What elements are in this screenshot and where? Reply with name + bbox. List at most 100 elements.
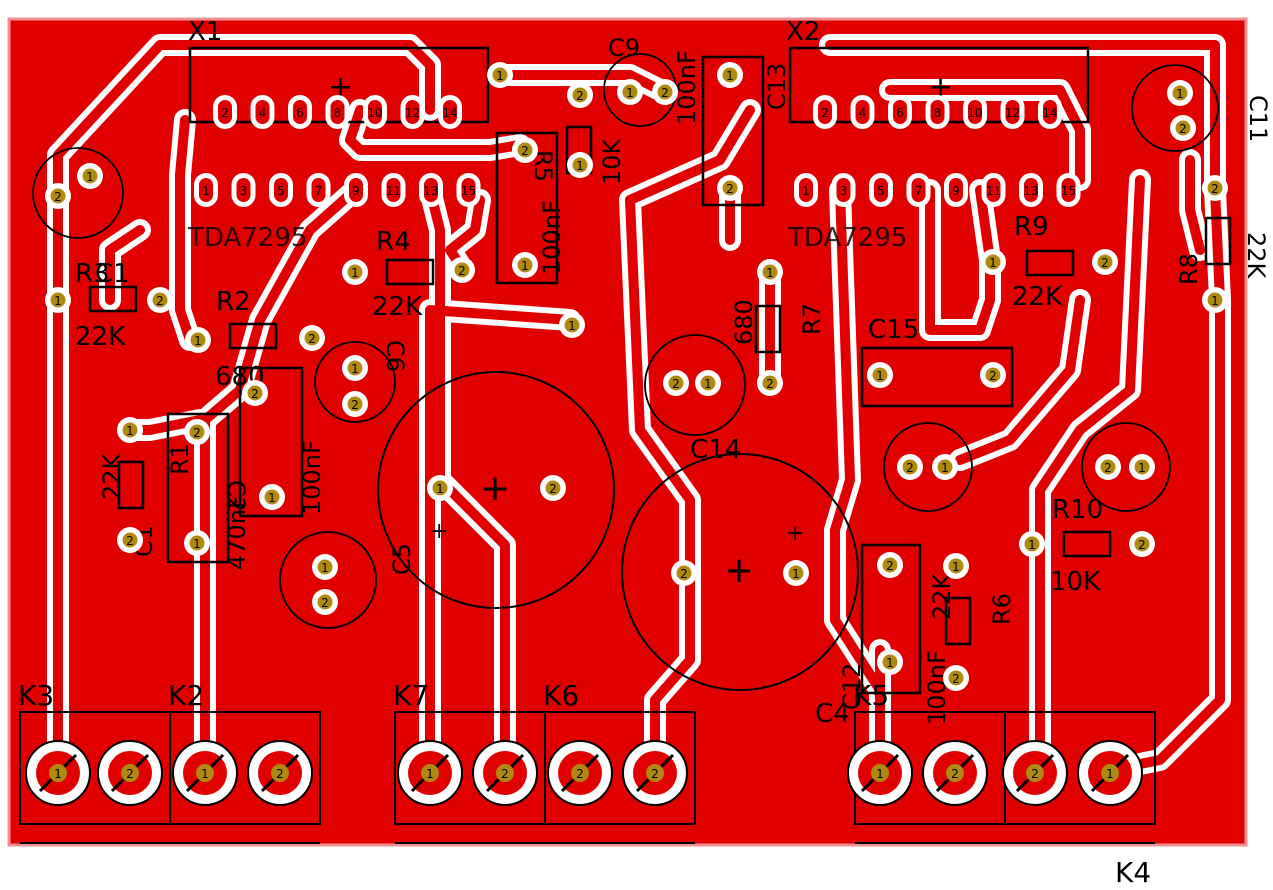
res-r3-value: 22K bbox=[75, 322, 126, 352]
cap-c1-body bbox=[32, 147, 124, 239]
via-pad-copper bbox=[264, 489, 280, 505]
via-pad-copper bbox=[317, 559, 333, 575]
via-pad-copper bbox=[492, 67, 508, 83]
via-pad-copper bbox=[985, 254, 1001, 270]
ic-x2-bottom-pin-number: 7 bbox=[915, 184, 923, 198]
via-pad-number: 1 bbox=[436, 482, 444, 496]
via-pad-copper bbox=[317, 594, 333, 610]
cap-c12-box bbox=[701, 55, 765, 207]
via-pad-number: 1 bbox=[521, 259, 529, 273]
cap-c1-ref: C1 bbox=[95, 259, 130, 289]
via-pad-number: 2 bbox=[458, 264, 466, 278]
res-r10-body bbox=[1062, 530, 1112, 558]
cap-c8-value: 100nF bbox=[538, 200, 566, 275]
cap-c3-value: 100nF bbox=[298, 440, 326, 515]
resistor-bodies bbox=[88, 125, 1232, 646]
via-pad-copper bbox=[82, 168, 98, 184]
cap-c10-ref: C12 bbox=[838, 663, 866, 710]
terminal-pin-number: 1 bbox=[426, 767, 434, 781]
via-pad-copper bbox=[247, 385, 263, 401]
via-pad-copper bbox=[948, 670, 964, 686]
ic-x1-top-pad-copper bbox=[368, 100, 382, 124]
via-pad-number: 2 bbox=[1211, 182, 1219, 196]
cap-c4-ref: C4 bbox=[815, 699, 850, 729]
ic-x1-part: TDA7295 bbox=[187, 223, 307, 253]
via-pad-copper bbox=[700, 375, 716, 391]
res-r7-body bbox=[754, 304, 782, 354]
via-pad-number: 2 bbox=[549, 482, 557, 496]
via-pad-number: 2 bbox=[906, 461, 914, 475]
cap-c5-plus-mark: + bbox=[430, 519, 448, 544]
via-pad-number: 2 bbox=[156, 294, 164, 308]
ic-x1-bottom-pad-copper bbox=[386, 178, 401, 202]
ic-x1-top-pad-copper bbox=[330, 100, 345, 124]
via-pad-number: 2 bbox=[672, 377, 680, 391]
ic-x1-bottom-pad-copper bbox=[236, 178, 251, 202]
cap-c15-body bbox=[883, 422, 973, 512]
via-pad-number: 1 bbox=[321, 561, 329, 575]
ic-x2-bottom-pin-number: 3 bbox=[840, 184, 848, 198]
via-pad-copper bbox=[937, 459, 953, 475]
res-r8-body bbox=[1204, 216, 1232, 266]
cap-c4-body bbox=[279, 531, 377, 629]
terminal-pin-number: 2 bbox=[1031, 767, 1039, 781]
cap-c8-box bbox=[495, 131, 559, 285]
via-pad-number: 2 bbox=[521, 144, 529, 158]
ic-x1-top-pin-number: 10 bbox=[367, 106, 382, 120]
ic-x1-ref: X1 bbox=[188, 17, 222, 47]
ic-x2-top-pad-copper bbox=[1043, 100, 1057, 124]
ic-x2-top-pad-copper bbox=[818, 100, 832, 124]
via-pad-copper bbox=[722, 67, 738, 83]
via-pad-number: 1 bbox=[496, 69, 504, 83]
ic-x1-bottom-pad-copper bbox=[349, 178, 363, 202]
ic-x1-bottom-pad-copper bbox=[424, 178, 438, 202]
ic-x2-top-pad-copper bbox=[930, 100, 945, 124]
via-pad-number: 2 bbox=[321, 596, 329, 610]
ic-x1-bottom-pin-number: 15 bbox=[461, 184, 476, 198]
res-r9-ref: R9 bbox=[1014, 212, 1049, 242]
via-pad-copper bbox=[50, 188, 66, 204]
res-r5-value: 10K bbox=[598, 137, 626, 185]
res-r6-body bbox=[944, 596, 972, 646]
res-r6-ref: R6 bbox=[988, 593, 1016, 625]
ic-x2-top-pad-copper bbox=[893, 100, 907, 124]
terminal-pin-number: 2 bbox=[501, 767, 509, 781]
ic-x1-top-pin-number: 12 bbox=[405, 106, 420, 120]
ic-x1-bottom-pin-number: 5 bbox=[277, 184, 285, 198]
ic-x1-top-pad-copper bbox=[218, 100, 232, 124]
terminal-pad bbox=[1026, 764, 1044, 782]
ic-x2-top-pin-number: 10 bbox=[967, 106, 982, 120]
via-pad-copper bbox=[545, 480, 561, 496]
via-pad-copper bbox=[347, 360, 363, 376]
via-pad-number: 1 bbox=[626, 86, 634, 100]
via-pad-copper bbox=[122, 422, 138, 438]
terminal-pad bbox=[1101, 764, 1119, 782]
via-pad-number: 1 bbox=[54, 294, 62, 308]
res-r9-value: 22K bbox=[1012, 282, 1063, 312]
via-pad-number: 1 bbox=[726, 69, 734, 83]
res-r2-ref: R2 bbox=[216, 287, 251, 317]
via-pad-number: 1 bbox=[792, 567, 800, 581]
via-pad-copper bbox=[152, 292, 168, 308]
via-pad-copper bbox=[454, 262, 470, 278]
via-pad-number: 2 bbox=[576, 89, 584, 103]
connector-k6-label: K6 bbox=[543, 679, 579, 712]
via-pad-copper bbox=[432, 480, 448, 496]
connector-labels: K3 K2 K7 K6 K5 K4 bbox=[18, 679, 1151, 889]
connector-k7-label: K7 bbox=[393, 679, 429, 712]
silk-labels: R3 C1 22K R2 680 R4 22K C6 100nF 470nF C… bbox=[75, 34, 1272, 729]
via-pad-copper bbox=[788, 565, 804, 581]
box-caps bbox=[166, 55, 1014, 695]
via-pad-copper bbox=[762, 375, 778, 391]
ic-x2-bottom-pin-number: 13 bbox=[1023, 184, 1038, 198]
ic-x1-bottom-pin-number: 3 bbox=[240, 184, 248, 198]
terminal-pad bbox=[121, 764, 139, 782]
via-pad-number: 2 bbox=[308, 332, 316, 346]
via-pad-number: 1 bbox=[194, 334, 202, 348]
via-pad-copper bbox=[948, 558, 964, 574]
via-pad-copper bbox=[189, 424, 205, 440]
ic-x2-bottom-pad-copper bbox=[799, 178, 813, 202]
